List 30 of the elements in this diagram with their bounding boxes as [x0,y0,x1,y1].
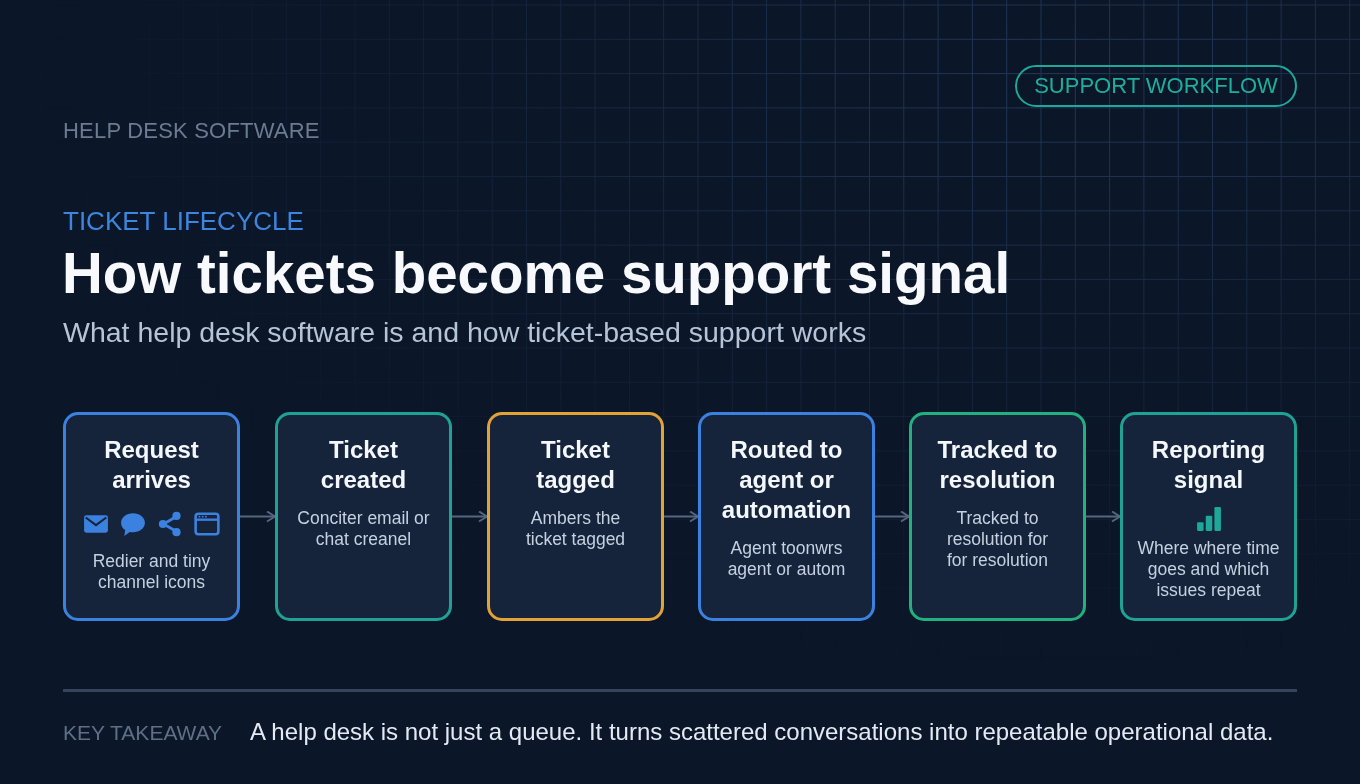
step-title: Ticket created [319,435,408,495]
step-card [1120,412,1297,621]
flow-arrow [1085,510,1121,523]
step-title: Reporting signal [1150,435,1267,495]
step-description: Ambers the ticket tagged [524,508,627,550]
step-title: Request arrives [103,435,200,495]
main-title: How tickets become support signal [62,242,1011,306]
workflow-badge: SUPPORT WORKFLOW [1015,65,1297,107]
flow-arrow [451,510,488,523]
section-label: TICKET LIFECYCLE [63,206,304,237]
step-description: Tracked to resolution for for resolution [945,508,1050,571]
step-card [487,412,664,621]
step-title: Routed to agent or automation [720,435,853,525]
flow-arrow [663,510,699,523]
step-card [698,412,875,621]
step-card [275,412,452,621]
flow-arrow [874,510,910,523]
step-title: Tracked to resolution [936,435,1059,495]
step-description: Agent toonwrs agent or autom [726,538,847,580]
step-title: Ticket tagged [535,435,616,495]
flow-arrow [239,510,276,523]
step-description: Where where time goes and which issues repeat [1136,538,1281,601]
subtitle: What help desk software is and how ticket-based support works [63,316,867,349]
tagline: HELP DESK SOFTWARE [63,118,320,144]
step-card [63,412,240,621]
step-description: Redier and tiny channel icons [91,551,212,593]
step-description: Conciter email or chat creanel [296,508,431,550]
takeaway-text: A help desk is not just a queue. It turns scattered conversations into repeatable operational data. [250,718,1274,746]
takeaway-label: KEY TAKEAWAY [63,721,223,745]
step-card [909,412,1086,621]
